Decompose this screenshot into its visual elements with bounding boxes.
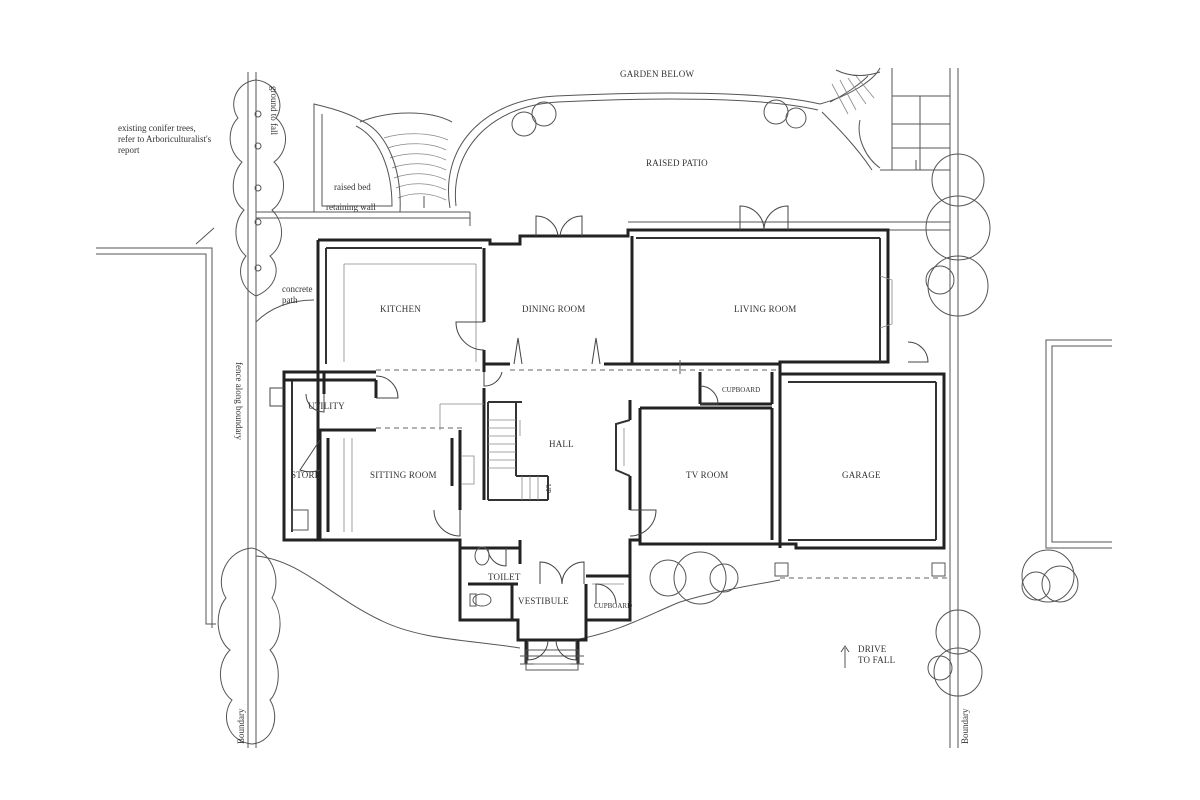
site-notes: GARDEN BELOW RAISED PATIO raised bed ret… xyxy=(118,69,970,744)
boundary-left-label: Boundary xyxy=(236,708,246,744)
trees xyxy=(217,79,1079,745)
room-label-hall: HALL xyxy=(549,439,574,449)
room-label-garage: GARAGE xyxy=(842,470,881,480)
raised-bed-label: raised bed xyxy=(334,182,371,192)
ground-to-fall-label: ground to fall xyxy=(269,86,279,135)
doors xyxy=(269,160,929,668)
conifer-note-3: report xyxy=(118,145,140,155)
drive-to-fall-label-1: DRIVE xyxy=(858,644,887,654)
stair-up-label: UP xyxy=(544,484,552,493)
room-label-cupboard-upper: CUPBOARD xyxy=(722,386,760,394)
room-label-vestibule: VESTIBULE xyxy=(518,596,569,606)
drive-to-fall-label-2: TO FALL xyxy=(858,655,895,665)
concrete-path-label-1: concrete xyxy=(282,284,312,294)
conifer-note-2: refer to Arboriculturalist's xyxy=(118,134,212,144)
patio-garden xyxy=(255,67,950,649)
raised-patio-label: RAISED PATIO xyxy=(646,158,708,168)
site-boundaries xyxy=(96,68,1112,748)
room-label-store: STORE xyxy=(291,470,321,480)
room-label-cupboard-lower: CUPBOARD xyxy=(594,602,632,610)
room-label-sitting-room: SITTING ROOM xyxy=(370,470,437,480)
conifer-note-1: existing conifer trees, xyxy=(118,123,196,133)
room-label-living-room: LIVING ROOM xyxy=(734,304,796,314)
concrete-path-label-2: path xyxy=(282,295,298,305)
room-label-dining-room: DINING ROOM xyxy=(522,304,585,314)
retaining-wall-label: retaining wall xyxy=(326,202,376,212)
room-label-toilet: TOILET xyxy=(488,572,521,582)
garden-below-label: GARDEN BELOW xyxy=(620,69,694,79)
house-walls xyxy=(282,228,946,671)
room-label-tv-room: TV ROOM xyxy=(686,470,729,480)
boundary-right-label: Boundary xyxy=(960,708,970,744)
room-label-utility: UTILITY xyxy=(308,401,345,411)
fence-along-boundary-label: fence along boundary xyxy=(234,362,244,440)
room-labels: KITCHEN DINING ROOM LIVING ROOM UTILITY … xyxy=(291,304,881,610)
room-label-kitchen: KITCHEN xyxy=(380,304,421,314)
